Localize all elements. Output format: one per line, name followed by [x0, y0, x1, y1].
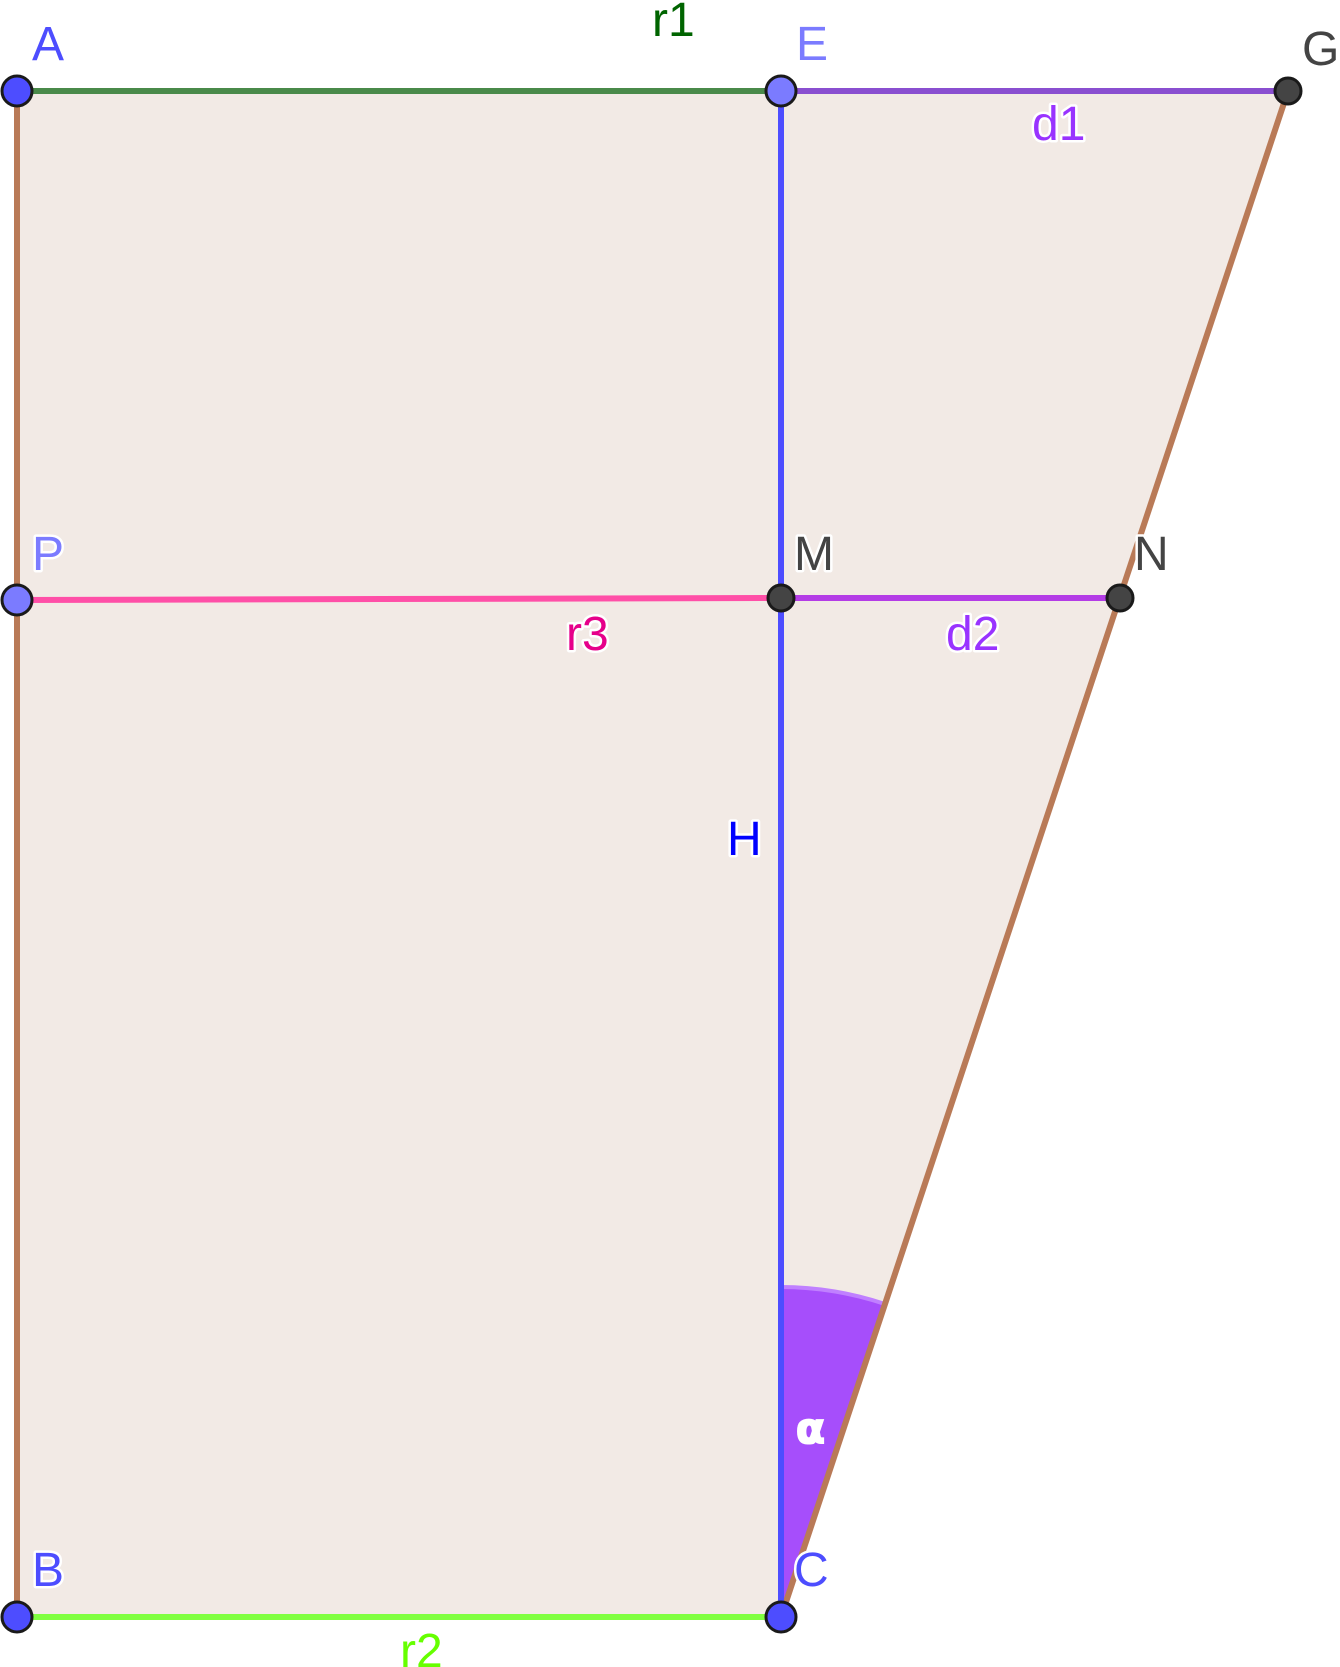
label-P: P [32, 528, 64, 581]
label-G: G [1302, 23, 1339, 76]
label-B: B [32, 1544, 64, 1597]
point-B[interactable] [0, 1600, 34, 1634]
label-E: E [796, 18, 828, 71]
point-A[interactable] [0, 74, 34, 108]
label-d1: d1 [1032, 98, 1085, 151]
point-C[interactable] [764, 1600, 798, 1634]
point-G[interactable] [1273, 76, 1303, 106]
label-M: M [794, 528, 834, 581]
point-E[interactable] [764, 74, 798, 108]
label-r1: r1 [652, 0, 695, 47]
point-N[interactable] [1105, 583, 1135, 613]
label-A: A [32, 18, 64, 71]
point-P[interactable] [0, 583, 34, 617]
label-alpha: α [796, 1404, 825, 1453]
label-N: N [1134, 528, 1169, 581]
side-GC [778, 90, 1291, 1618]
label-r2: r2 [400, 1625, 443, 1667]
label-C: C [794, 1544, 829, 1597]
label-H: H [727, 813, 762, 866]
point-M[interactable] [766, 583, 796, 613]
angle-alpha-arc [780, 1285, 886, 1306]
label-r3: r3 [566, 608, 609, 661]
label-d2: d2 [946, 608, 999, 661]
segment-r3 [16, 595, 782, 603]
trapezoid-fill [17, 91, 1288, 1617]
